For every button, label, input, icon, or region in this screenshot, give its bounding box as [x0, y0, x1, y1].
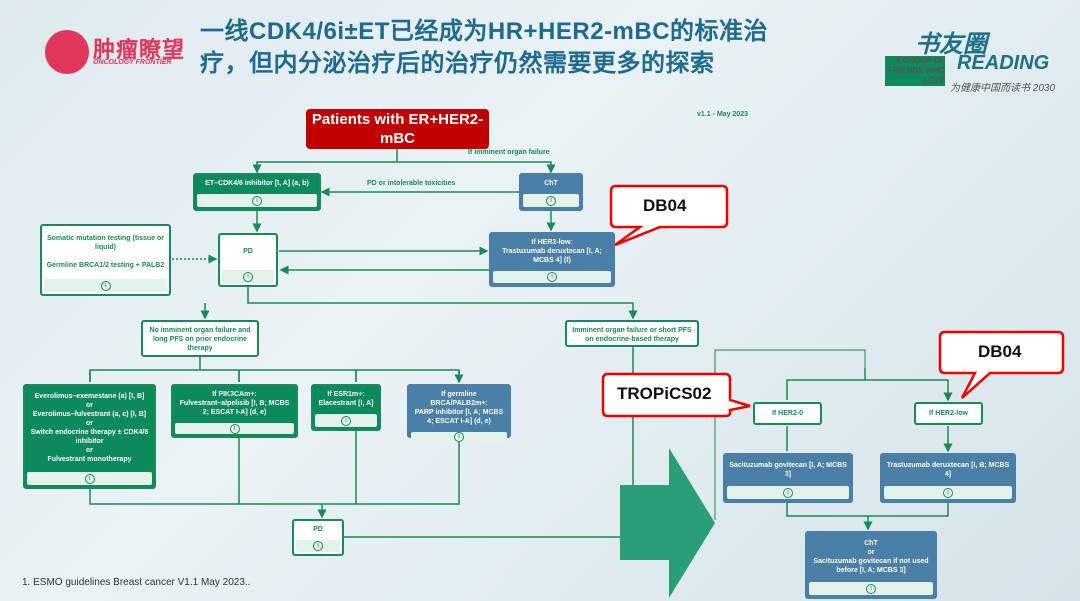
- if-her2-0-box[interactable]: If HER2-0: [753, 402, 822, 425]
- brca-parp-box[interactable]: If germline BRCA/PALB2m+: PARP inhibitor…: [407, 384, 511, 442]
- box-text: If ESR1m+: Elacestrant [I, A]: [318, 391, 374, 407]
- box-text: If PIK3CAm+: Fulvestrant–alpelisib [I, B…: [179, 391, 290, 416]
- box-text: If HER2-low: Trastuzumab deruxtecan [I, …: [502, 239, 602, 264]
- callout-db04-top-bubble: [609, 184, 729, 247]
- info-icon[interactable]: i: [866, 583, 876, 594]
- callout-db04-right: DB04: [978, 342, 1022, 361]
- box-text: Somatic mutation testing (tissue or liqu…: [46, 234, 165, 269]
- label-pd-toxicities: PD or intolerable toxicities: [367, 180, 456, 187]
- big-arrow: [620, 448, 715, 598]
- info-icon[interactable]: i: [84, 473, 95, 484]
- slide-title: 一线CDK4/6i±ET已经成为HR+HER2-mBC的标准治 疗，但内分泌治疗…: [200, 16, 768, 80]
- start-patients-box: Patients with ER+HER2- mBC: [306, 109, 489, 149]
- if-her2-low-box[interactable]: If HER2-low: [914, 402, 983, 425]
- info-icon[interactable]: i: [783, 487, 793, 498]
- box-text: PD: [243, 248, 253, 255]
- box-text: If HER2-0: [771, 410, 804, 417]
- no-imminent-box[interactable]: No imminent organ failure and long PFS o…: [141, 320, 259, 357]
- info-icon[interactable]: i: [943, 487, 953, 498]
- box-text: ET–CDK4/6 inhibitor [I, A] (a, b): [205, 180, 309, 187]
- everolimus-box[interactable]: Everolimus–exemestane (a) [I, B] or Ever…: [23, 384, 156, 489]
- reading-en: READING: [957, 52, 1050, 74]
- pik3ca-box[interactable]: If PIK3CAm+: Fulvestrant–alpelisib [I, B…: [171, 384, 298, 438]
- reading-tagline: A GROUP OF FRIENDS WHO LOVE: [885, 56, 945, 86]
- info-icon[interactable]: i: [546, 195, 556, 206]
- box-text: Trastuzumab deruxtecan [I, B; MCBS 4]: [886, 461, 1010, 478]
- info-icon[interactable]: i: [243, 271, 253, 282]
- pd-box-1[interactable]: PD i: [218, 233, 278, 287]
- info-icon[interactable]: i: [100, 280, 111, 291]
- info-icon[interactable]: i: [252, 195, 262, 206]
- sacituzumab-box[interactable]: Sacituzumab govitecan [I, A; MCBS 3] i: [723, 453, 853, 503]
- title-line-1: 一线CDK4/6i±ET已经成为HR+HER2-mBC的标准治: [200, 18, 769, 45]
- final-cht-box[interactable]: ChT or Sacituzumab govitecan if not used…: [805, 531, 937, 599]
- box-text: PD: [313, 526, 323, 533]
- footnote: 1. ESMO guidelines Breast cancer V1.1 Ma…: [22, 577, 251, 588]
- info-icon[interactable]: i: [341, 415, 351, 426]
- box-text: No imminent organ failure and long PFS o…: [149, 327, 251, 352]
- cht-box[interactable]: ChT i: [519, 173, 583, 211]
- reading-cn: 书友圈: [915, 31, 987, 58]
- box-text: Imminent organ failure or short PFS on e…: [572, 327, 692, 343]
- imminent-short-box[interactable]: Imminent organ failure or short PFS on e…: [565, 320, 699, 347]
- info-icon[interactable]: i: [313, 541, 323, 551]
- box-text: If germline BRCA/PALB2m+: PARP inhibitor…: [414, 391, 504, 425]
- box-text: Everolimus–exemestane (a) [I, B] or Ever…: [30, 393, 149, 463]
- box-text: ChT or Sacituzumab govitecan if not used…: [813, 539, 929, 574]
- logo-en: ONCOLOGY FRONTIER: [93, 59, 172, 66]
- callout-db04-top: DB04: [643, 196, 687, 215]
- callout-tropics02: TROPiCS02: [617, 384, 712, 403]
- box-text: Sacituzumab govitecan [I, A; MCBS 3]: [729, 461, 847, 478]
- her2-low-tdxd-box[interactable]: If HER2-low: Trastuzumab deruxtecan [I, …: [489, 232, 615, 287]
- trastuzumab-box[interactable]: Trastuzumab deruxtecan [I, B; MCBS 4] i: [880, 453, 1016, 503]
- reading-slogan: 为健康中国而读书 2030: [950, 83, 1056, 94]
- title-line-2: 疗，但内分泌治疗后的治疗仍然需要更多的探索: [200, 50, 715, 77]
- logo-cn: 肿瘤瞭望: [93, 37, 186, 62]
- esr1-box[interactable]: If ESR1m+: Elacestrant [I, A] i: [311, 384, 381, 431]
- version-label: v1.1 - May 2023: [697, 111, 748, 118]
- info-icon[interactable]: i: [229, 423, 240, 434]
- callout-tropics-bubble: [601, 372, 751, 418]
- box-text: ChT: [544, 180, 558, 187]
- oncology-frontier-logo: 肿瘤瞭望 ONCOLOGY FRONTIER: [45, 28, 185, 78]
- et-cdk-box[interactable]: ET–CDK4/6 inhibitor [I, A] (a, b) i: [193, 173, 321, 211]
- info-icon[interactable]: i: [454, 432, 464, 442]
- pd-box-2[interactable]: PD i: [292, 519, 344, 556]
- reading-logo: 书友圈 A GROUP OF FRIENDS WHO LOVE READING …: [885, 22, 1075, 97]
- somatic-testing-box[interactable]: Somatic mutation testing (tissue or liqu…: [40, 224, 171, 296]
- logo-emblem-icon: [45, 30, 89, 74]
- label-imminent: If imminent organ failure: [468, 149, 550, 156]
- box-text: If HER2-low: [929, 410, 968, 417]
- callout-db04-right-bubble: [938, 330, 1065, 399]
- info-icon[interactable]: i: [547, 272, 557, 282]
